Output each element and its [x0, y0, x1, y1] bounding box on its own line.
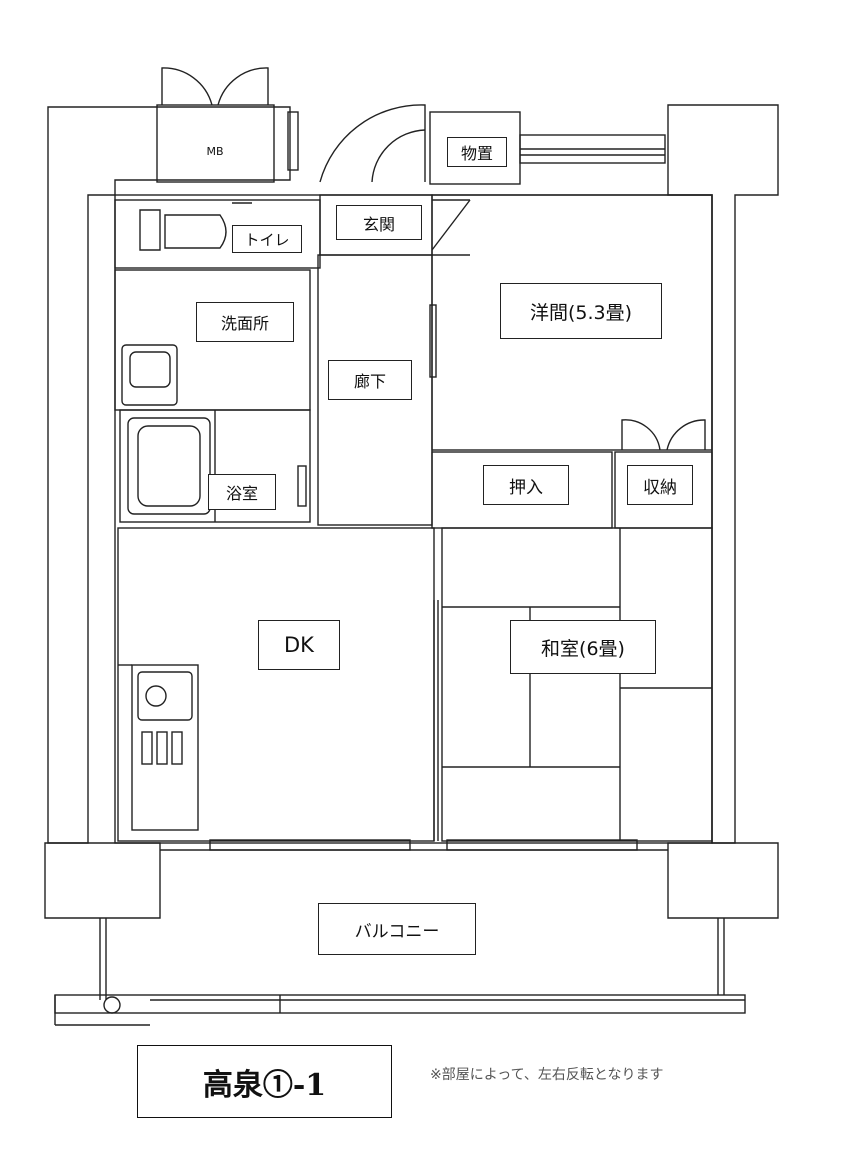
closet-door-left: [621, 419, 661, 451]
wall-bottom-left: [44, 842, 161, 919]
kitchen-sink: [137, 671, 193, 721]
balcony-rail: [54, 994, 746, 1014]
balcony-label: バルコニー: [318, 903, 476, 955]
shuno-label: 収納: [627, 465, 693, 505]
toilet-fixture: [139, 209, 227, 251]
washroom-label: 洗面所: [196, 302, 294, 342]
mb-door-right: [217, 67, 269, 106]
mb-door-left: [161, 67, 213, 106]
mb-label: MB: [206, 144, 224, 158]
oshiire-label: 押入: [483, 465, 569, 505]
kitchen-counter: [131, 664, 199, 831]
dk-room: [117, 527, 435, 842]
closet-door-right: [666, 419, 706, 451]
bath-label: 浴室: [208, 474, 276, 510]
hallway-label: 廊下: [328, 360, 412, 400]
entrance-door-swing: [319, 104, 426, 183]
mb-unit: [156, 104, 275, 183]
dk-label: DK: [258, 620, 340, 670]
western-label: 洋間(5.3畳): [500, 283, 662, 339]
sink: [121, 344, 178, 406]
western-room: [431, 194, 713, 451]
property-title: 高泉①-1: [137, 1045, 392, 1118]
storage-label: 物置: [447, 137, 507, 167]
wall-bottom-right: [667, 842, 779, 919]
toilet-label: トイレ: [232, 225, 302, 253]
mirror-note: ※部屋によって、左右反転となります: [430, 1067, 664, 1083]
entrance-label: 玄関: [336, 205, 422, 240]
japanese-room: [441, 527, 713, 842]
japanese-label: 和室(6畳): [510, 620, 656, 674]
bathtub: [127, 417, 211, 515]
